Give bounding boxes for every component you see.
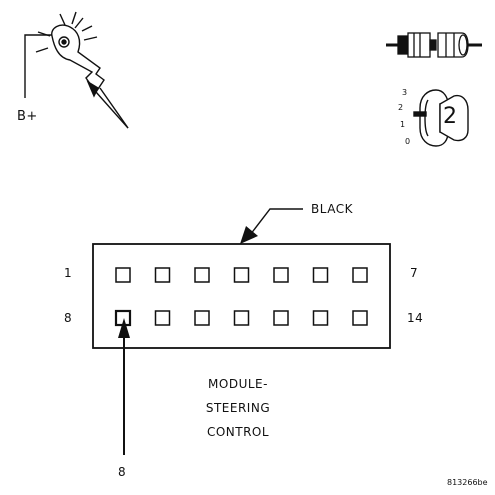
- cavity-pin-3: [194, 267, 210, 283]
- module-title-line-1: MODULE-: [208, 377, 268, 391]
- top-row-start-label: 1: [64, 266, 73, 280]
- connector-color-label: BLACK: [311, 202, 353, 216]
- cavity-pin-13: [312, 310, 329, 326]
- black-leader-arrow: [240, 208, 303, 244]
- cavity-pin-2: [154, 267, 171, 283]
- cavity-pin-1: [115, 267, 131, 283]
- connector-housing: [92, 243, 391, 349]
- cavity-pin-7: [352, 267, 368, 283]
- key-position-0: 0: [405, 137, 411, 146]
- cavity-pin-6: [312, 267, 329, 283]
- cavity-pin-4: [233, 267, 250, 283]
- ignition-key-icon: [413, 89, 469, 147]
- cavity-pin-14: [352, 310, 368, 326]
- figure-code: 813266be: [447, 478, 488, 487]
- supply-label: B+: [17, 109, 38, 124]
- top-row-end-label: 7: [410, 266, 419, 280]
- cavity-pin-12: [273, 310, 289, 326]
- disconnect-connector-icon: [386, 32, 482, 58]
- key-position-3: 3: [402, 88, 408, 97]
- connector-cavities: [114, 267, 368, 327]
- key-selected-position: 2: [443, 104, 457, 129]
- module-title-line-3: CONTROL: [206, 425, 270, 439]
- key-position-1: 1: [400, 120, 406, 129]
- pin-pointer-label: 8: [118, 465, 127, 479]
- cavity-pin-9: [154, 310, 171, 326]
- key-position-2: 2: [398, 103, 404, 112]
- cavity-pin-5: [273, 267, 289, 283]
- bottom-row-end-label: 14: [407, 311, 424, 325]
- pin-8-pointer-arrow: [118, 318, 130, 455]
- cavity-pin-10: [194, 310, 210, 326]
- module-title-line-2: STEERING: [205, 401, 271, 415]
- cavity-pin-11: [233, 310, 250, 326]
- bottom-row-start-label: 8: [64, 311, 73, 325]
- test-light-icon: [24, 11, 129, 129]
